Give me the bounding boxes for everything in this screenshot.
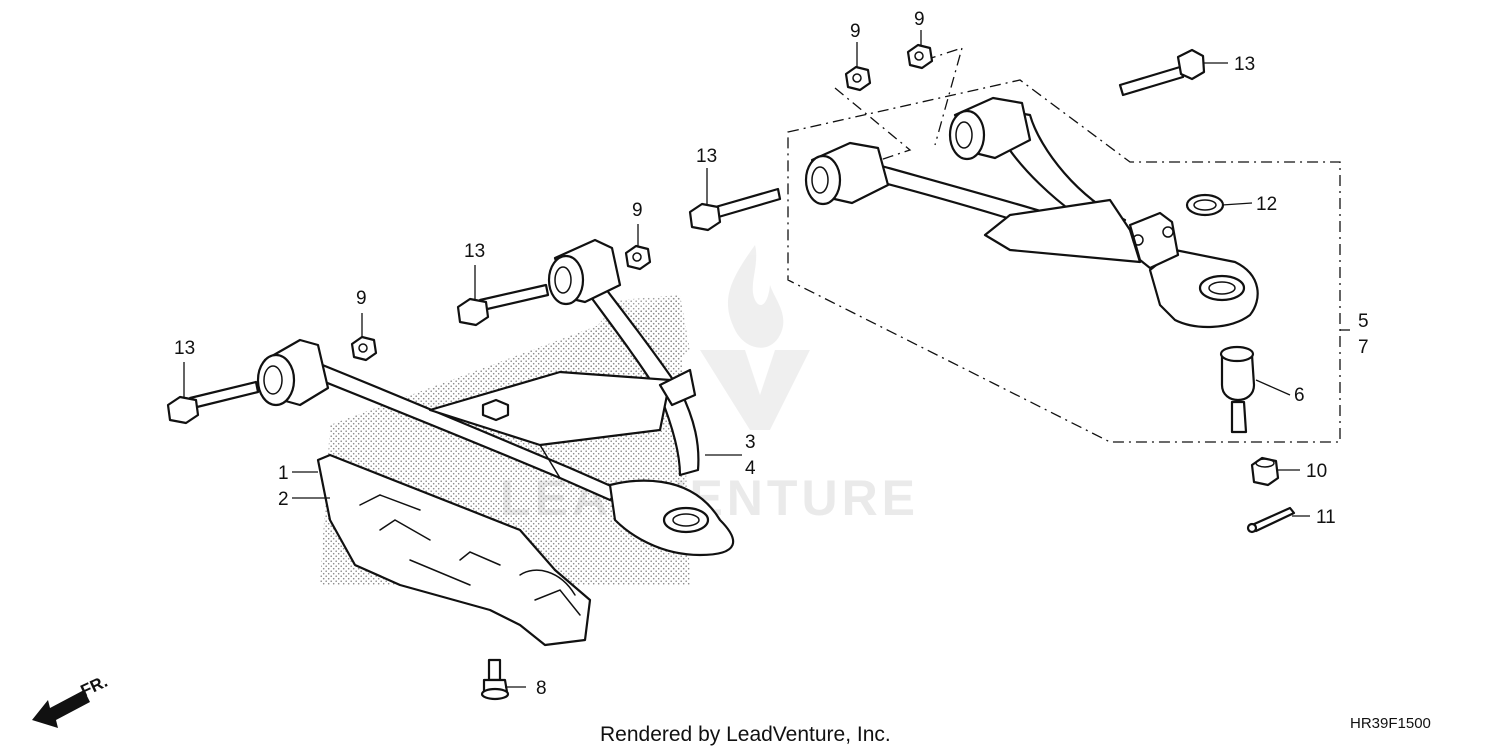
diagram-code: HR39F1500: [1350, 715, 1431, 732]
circlip: [1185, 193, 1225, 217]
callout-13-upper-front: 13: [696, 146, 717, 167]
bolt-lower-rear: [456, 283, 550, 327]
nut-lower-rear: [624, 244, 652, 271]
assembly-boundary-dashed: [787, 79, 1341, 443]
footer-credit: Rendered by LeadVenture, Inc.: [600, 723, 891, 746]
castle-nut: [1250, 456, 1280, 487]
skid-plate: [316, 453, 592, 647]
callout-5: 5: [1358, 311, 1369, 332]
leader-lines: [183, 30, 1350, 688]
nut-upper-1: [844, 65, 872, 92]
callout-2: 2: [278, 489, 289, 510]
bolt-upper-rear: [1118, 48, 1206, 97]
lower-arm-assembly: [256, 238, 735, 557]
callout-10: 10: [1306, 461, 1327, 482]
bolt-upper-front: [688, 187, 782, 232]
callout-1: 1: [278, 463, 289, 484]
ball-joint: [1219, 345, 1256, 434]
cotter-pin: [1246, 506, 1296, 534]
callout-13-lower-front: 13: [174, 338, 195, 359]
callout-11: 11: [1316, 507, 1336, 528]
callout-3: 3: [745, 432, 756, 453]
callout-8: 8: [536, 678, 547, 699]
callout-9-lower-rear: 9: [632, 200, 643, 221]
callout-9-upper-1: 9: [850, 21, 861, 42]
nut-upper-2: [906, 43, 934, 70]
callout-9-lower-front: 9: [356, 288, 367, 309]
callout-12: 12: [1256, 194, 1277, 215]
arrow-icon: [32, 690, 90, 728]
callout-13-upper-rear: 13: [1234, 54, 1255, 75]
nut-leader-dashed-1: [834, 87, 912, 161]
callout-13-lower-rear: 13: [464, 241, 485, 262]
nut-lower-front: [350, 335, 378, 362]
callout-9-upper-2: 9: [914, 9, 925, 30]
callout-6: 6: [1294, 385, 1305, 406]
bolt-lower-front: [166, 380, 260, 425]
upper-arm-assembly: [804, 96, 1259, 328]
callout-4: 4: [745, 458, 756, 479]
front-direction-arrow: FR.: [32, 672, 111, 728]
callout-7: 7: [1358, 337, 1369, 358]
skid-plate-bolt: [480, 658, 510, 701]
